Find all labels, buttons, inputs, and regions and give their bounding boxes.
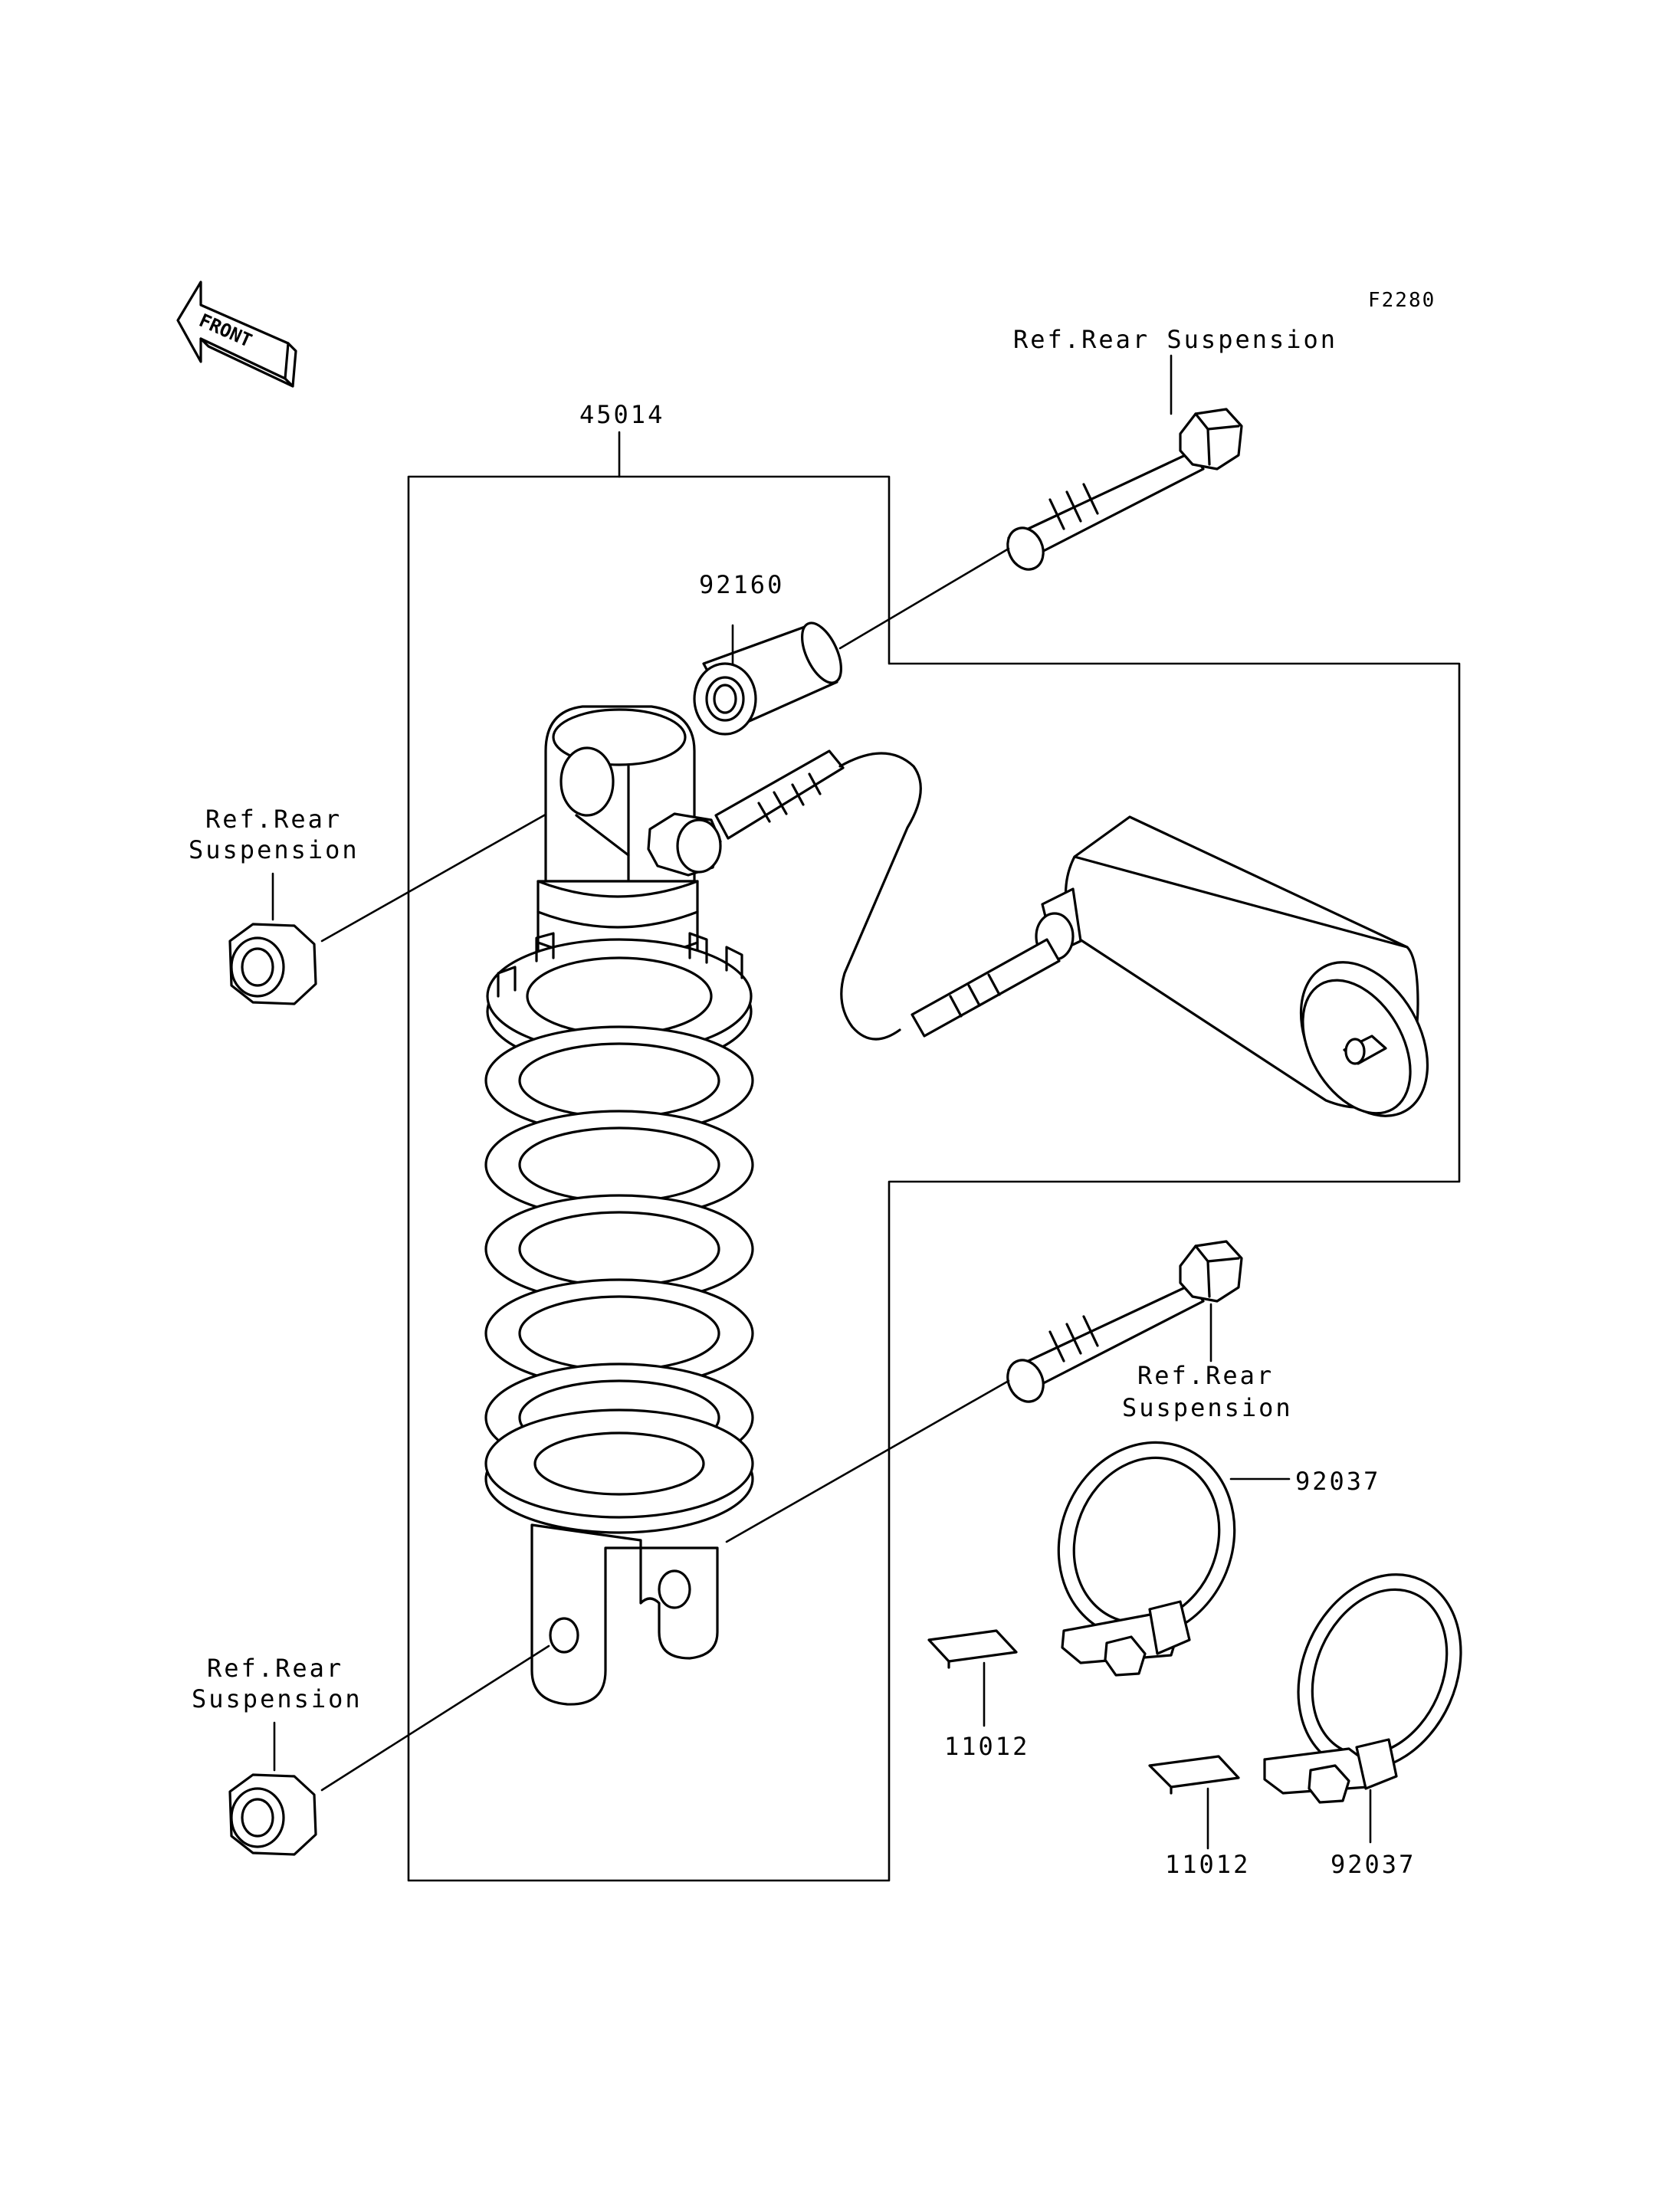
reservoir xyxy=(838,752,1429,1117)
collar-92160 xyxy=(693,621,842,736)
label-11012-upper: 11012 xyxy=(944,1732,1029,1761)
ref-lower-nut-2: Suspension xyxy=(192,1684,363,1713)
clamp-upper xyxy=(1057,1441,1236,1677)
lower-bolt xyxy=(1006,1240,1243,1403)
ref-upper-nut-2: Suspension xyxy=(189,835,359,864)
top-bolt xyxy=(1006,408,1243,571)
label-92037-upper: 92037 xyxy=(1295,1467,1380,1496)
ref-lower-bolt-1: Ref.Rear xyxy=(1137,1361,1274,1390)
lower-bolt-path xyxy=(725,1379,1010,1543)
assembly-bracket xyxy=(407,475,1461,1882)
pad-lower xyxy=(1148,1755,1240,1795)
clamp-lower xyxy=(1263,1573,1462,1804)
ref-lower-bolt-2: Suspension xyxy=(1122,1393,1293,1422)
top-bolt-path xyxy=(838,547,1010,650)
label-11012-lower: 11012 xyxy=(1165,1850,1250,1879)
pad-upper xyxy=(927,1629,1018,1669)
ref-upper-nut-1: Ref.Rear xyxy=(205,805,342,834)
label-45014: 45014 xyxy=(579,400,664,429)
shock-absorber xyxy=(484,705,845,1706)
lower-nut xyxy=(228,1773,317,1856)
lower-nut-path xyxy=(320,1644,550,1792)
front-arrow-icon: FRONT xyxy=(176,280,297,388)
label-92160: 92160 xyxy=(699,570,784,599)
diagram-code: F2280 xyxy=(1368,289,1436,312)
upper-nut xyxy=(228,923,317,1005)
ref-top-bolt: Ref.Rear Suspension xyxy=(1013,325,1337,354)
label-92037-lower: 92037 xyxy=(1331,1850,1416,1879)
ref-lower-nut-1: Ref.Rear xyxy=(207,1654,343,1683)
